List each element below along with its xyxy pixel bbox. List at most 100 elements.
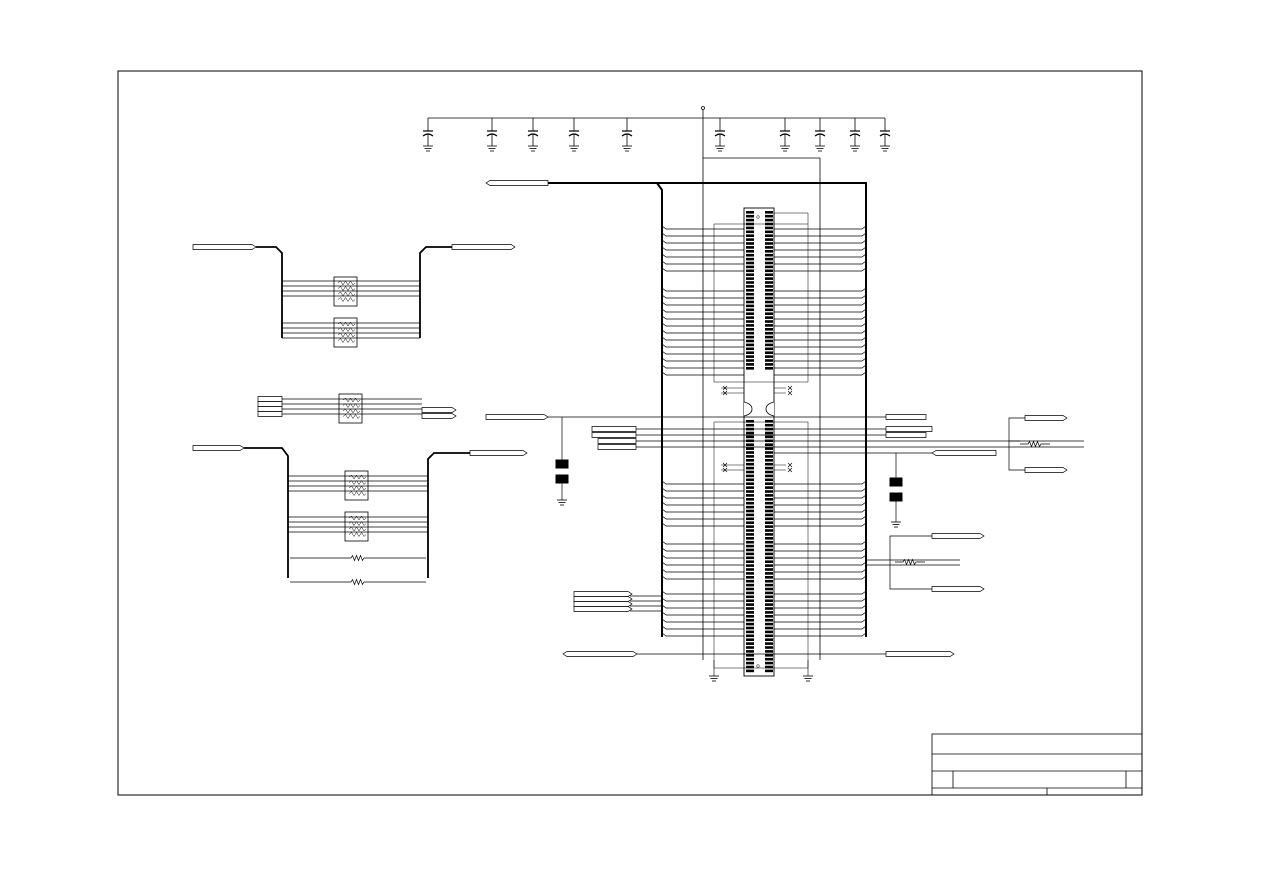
connector-pin-left-lower-42 bbox=[746, 583, 754, 587]
connector-pin-right-lower-11 bbox=[765, 462, 773, 466]
port-lower-right-2 bbox=[931, 586, 985, 592]
connector-pin-left-lower-15 bbox=[746, 478, 754, 482]
connector-pin-left-lower-40 bbox=[746, 576, 754, 579]
connector-key-left bbox=[743, 401, 753, 417]
connector-pin-left-upper-2 bbox=[746, 218, 754, 222]
connector-pin-left-lower-27 bbox=[746, 525, 754, 528]
connector-pin-right-upper-15 bbox=[765, 269, 773, 273]
connector-pin-left-upper-39 bbox=[746, 363, 754, 366]
connector-pin-left-lower-53 bbox=[746, 626, 754, 630]
group-1-network-b-resistor-3 bbox=[337, 332, 356, 338]
connector-pin-left-lower-37 bbox=[746, 564, 754, 567]
bus-line-right-34 bbox=[774, 597, 867, 602]
connector-pin-left-lower-47 bbox=[746, 603, 754, 606]
right-filter-element-2 bbox=[889, 492, 903, 502]
connector-pin-left-lower-45 bbox=[746, 595, 754, 599]
connector-upper-frame bbox=[713, 223, 809, 383]
bus-line-left-37 bbox=[661, 618, 744, 623]
connector-pin-left-lower-43 bbox=[746, 587, 754, 591]
connector-pin-left-upper-20 bbox=[746, 289, 754, 292]
group-1-network-b-resistor-4 bbox=[337, 338, 356, 343]
bus-line-right-37 bbox=[774, 618, 867, 623]
group-3-network-a-body bbox=[344, 470, 369, 501]
bus-line-left-33 bbox=[661, 590, 744, 595]
connector-pin-left-upper-1 bbox=[746, 214, 754, 218]
bus-line-right-0 bbox=[774, 225, 867, 230]
port-lower-left-2 bbox=[573, 596, 633, 602]
connector-pin-left-lower-39 bbox=[746, 572, 754, 575]
connector-key-right bbox=[765, 401, 775, 417]
connector-pin-right-lower-10 bbox=[765, 459, 773, 462]
connector-pin-left-lower-9 bbox=[746, 455, 754, 458]
connector-pin-right-lower-36 bbox=[765, 560, 773, 563]
bus-line-left-12 bbox=[661, 322, 744, 327]
connector-bus bbox=[548, 118, 867, 660]
bus-left-thick bbox=[548, 182, 663, 637]
connector-pin-left-upper-23 bbox=[746, 300, 754, 304]
bus-signal-lines bbox=[548, 225, 1084, 655]
connector-outline bbox=[743, 207, 775, 677]
connector-pin-right-upper-7 bbox=[765, 238, 773, 241]
connector-pin-left-lower-1 bbox=[746, 423, 754, 427]
connector-pin-left-upper-9 bbox=[746, 246, 754, 249]
connector-pin-left-upper-24 bbox=[746, 304, 754, 308]
bus-line-right-22 bbox=[774, 494, 867, 499]
connector-pin-right-lower-64 bbox=[765, 669, 773, 673]
resistor-network-group-3 bbox=[244, 447, 470, 586]
power-rail-node bbox=[701, 106, 705, 110]
connector-pin-left-upper-21 bbox=[746, 292, 754, 296]
port-lower-left-3 bbox=[573, 601, 633, 607]
connector-pin-left-lower-54 bbox=[746, 630, 754, 634]
connector-pin-right-upper-27 bbox=[765, 316, 773, 319]
port-mid-left-2 bbox=[591, 432, 637, 438]
bus-line-left-13 bbox=[661, 329, 744, 334]
connector-pin-left-upper-13 bbox=[746, 261, 754, 265]
connector-pin-right-lower-48 bbox=[765, 607, 773, 610]
bus-line-right-12 bbox=[774, 322, 867, 327]
port-far-right-1 bbox=[1024, 415, 1068, 421]
bus-line-right-6 bbox=[774, 267, 867, 272]
connector-pin-right-upper-10 bbox=[765, 250, 773, 253]
connector-pin-left-upper-14 bbox=[746, 265, 754, 269]
connector-pin-right-upper-23 bbox=[765, 300, 773, 304]
connector-pin-right-upper-18 bbox=[765, 281, 773, 284]
connector-pin-left-upper-29 bbox=[746, 324, 754, 327]
connector-pin-left-lower-57 bbox=[746, 642, 754, 645]
bus-line-left-25 bbox=[661, 515, 744, 520]
connector-pin-right-lower-44 bbox=[765, 591, 773, 595]
connector-pin-right-lower-50 bbox=[765, 615, 773, 618]
bus-line-right-24 bbox=[774, 508, 867, 513]
bus-line-right-3 bbox=[774, 246, 867, 251]
connector-pin-left-upper-26 bbox=[746, 312, 754, 315]
no-connect-6-b bbox=[787, 462, 793, 468]
connector-pin-right-lower-9 bbox=[765, 455, 773, 458]
connector-pin-right-lower-14 bbox=[765, 474, 773, 478]
group-3-network-a-resistor-1 bbox=[348, 474, 367, 480]
bus-line-right-14 bbox=[774, 336, 867, 341]
connector-pin-right-lower-54 bbox=[765, 630, 773, 634]
connector-pin-left-upper-22 bbox=[746, 296, 754, 300]
right-side-circuits bbox=[555, 417, 1050, 590]
group-3-resistor-single-1 bbox=[290, 554, 426, 562]
bus-line-right-16 bbox=[774, 350, 867, 355]
connector-pin-right-lower-42 bbox=[765, 583, 773, 587]
connector-pin-right-lower-25 bbox=[765, 517, 773, 521]
port-bottom-left bbox=[562, 651, 638, 657]
group-2-network-resistor-1 bbox=[342, 397, 361, 403]
no-connect-7-b bbox=[787, 467, 793, 473]
connector-pin-right-lower-43 bbox=[765, 587, 773, 591]
bus-line-right-32 bbox=[774, 575, 867, 580]
group-1-network-a-resistor-4 bbox=[337, 297, 356, 302]
connector-pin-right-upper-24 bbox=[765, 304, 773, 308]
connector-pin-left-lower-32 bbox=[746, 544, 754, 548]
group-2-network-resistor-2 bbox=[342, 403, 361, 408]
connector-pin-right-upper-4 bbox=[765, 226, 773, 230]
group-3-bus-right bbox=[427, 452, 470, 578]
connector-pin-left-lower-36 bbox=[746, 560, 754, 563]
connector-pin-left-lower-46 bbox=[746, 599, 754, 602]
connector-pin-right-lower-47 bbox=[765, 603, 773, 606]
bus-line-right-38 bbox=[774, 625, 867, 630]
port-group-2-in-3 bbox=[257, 406, 283, 412]
port-group-3-out bbox=[469, 450, 528, 456]
connector-pin-left-upper-34 bbox=[746, 343, 754, 347]
